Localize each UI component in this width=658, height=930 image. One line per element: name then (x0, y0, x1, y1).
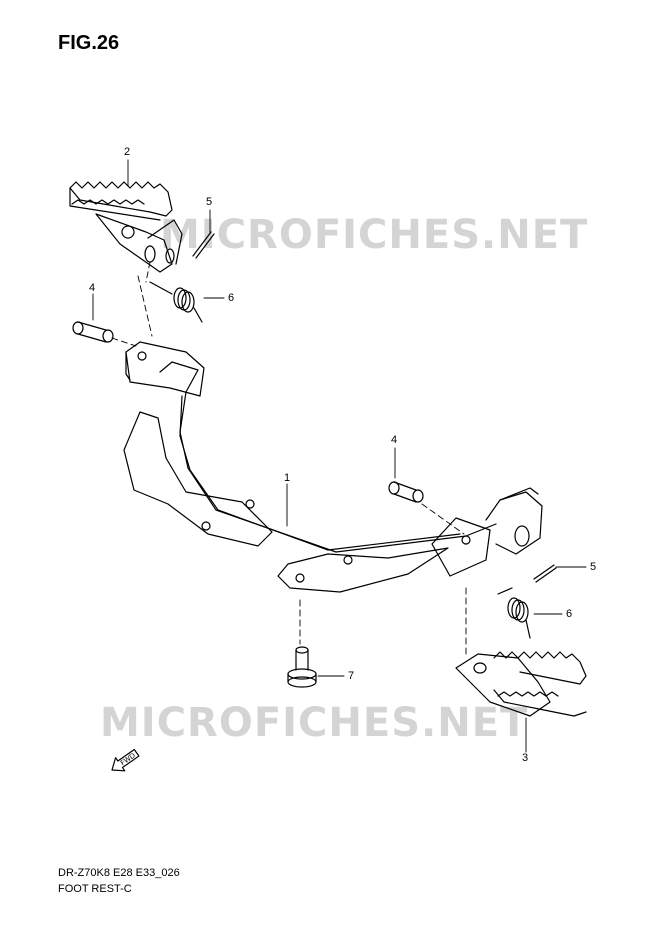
leader-lines (92, 159, 587, 753)
callout-1: 1 (284, 472, 291, 484)
callout-6-lower: 6 (566, 608, 573, 620)
footpeg-upper (69, 181, 183, 273)
cotter-pin-lower (533, 564, 557, 583)
watermark-bottom: MICROFICHES.NET (100, 700, 529, 746)
assembly-lines (111, 261, 467, 659)
callout-5-lower: 5 (590, 561, 597, 573)
callout-3: 3 (522, 752, 529, 764)
page-title: FIG.26 (58, 32, 120, 54)
callout-4-lower: 4 (391, 434, 398, 446)
cotter-pin-upper (192, 231, 215, 259)
spring-upper (149, 281, 203, 323)
callout-6-upper: 6 (228, 292, 235, 304)
watermark-top: MICROFICHES.NET (160, 212, 589, 258)
callout-7: 7 (348, 670, 355, 682)
callout-2: 2 (124, 146, 131, 158)
model-code: DR-Z70K8 E28 E33_026 (58, 867, 180, 879)
callout-5-upper: 5 (206, 196, 213, 208)
footrest-bracket (123, 341, 543, 593)
bolt (287, 646, 317, 688)
spring-lower (497, 587, 531, 639)
pin-lower (388, 481, 424, 503)
figure-caption: FOOT REST-C (58, 883, 132, 895)
pin-upper (72, 321, 114, 343)
fwd-arrow-icon: FWD (111, 748, 140, 772)
footpeg-lower (455, 651, 587, 717)
callout-4-upper: 4 (89, 282, 96, 294)
